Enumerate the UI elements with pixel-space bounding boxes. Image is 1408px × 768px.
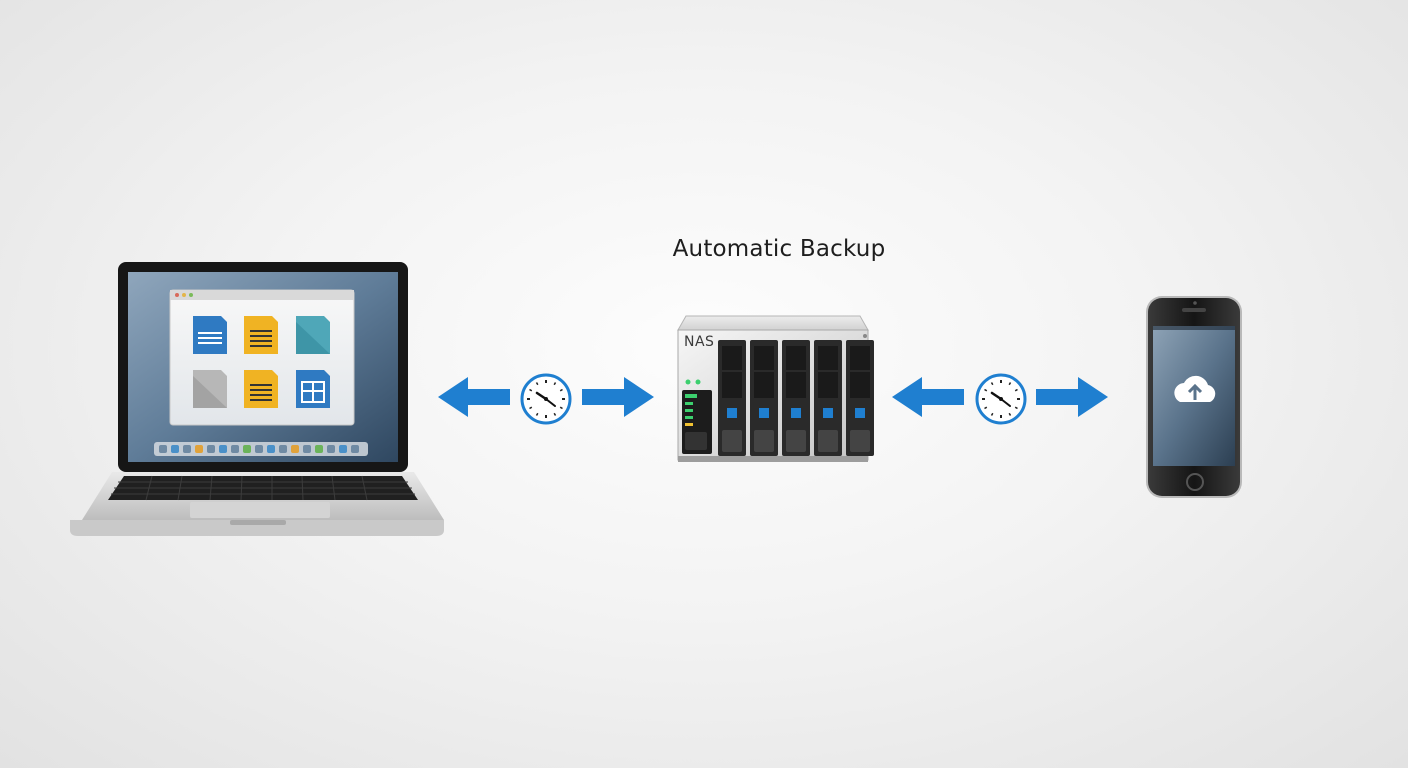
laptop-icon — [62, 258, 452, 548]
nas-label: NAS — [684, 334, 715, 350]
clock-icon — [519, 372, 573, 426]
arrow-left-icon — [436, 375, 512, 423]
arrow-right-icon — [1034, 375, 1110, 423]
nas-server-icon: NAS — [672, 310, 878, 470]
arrow-right-icon — [580, 375, 656, 423]
smartphone-icon — [1140, 292, 1250, 502]
arrow-left-icon — [890, 375, 966, 423]
clock-icon — [974, 372, 1028, 426]
diagram-title: Automatic Backup — [672, 236, 886, 262]
